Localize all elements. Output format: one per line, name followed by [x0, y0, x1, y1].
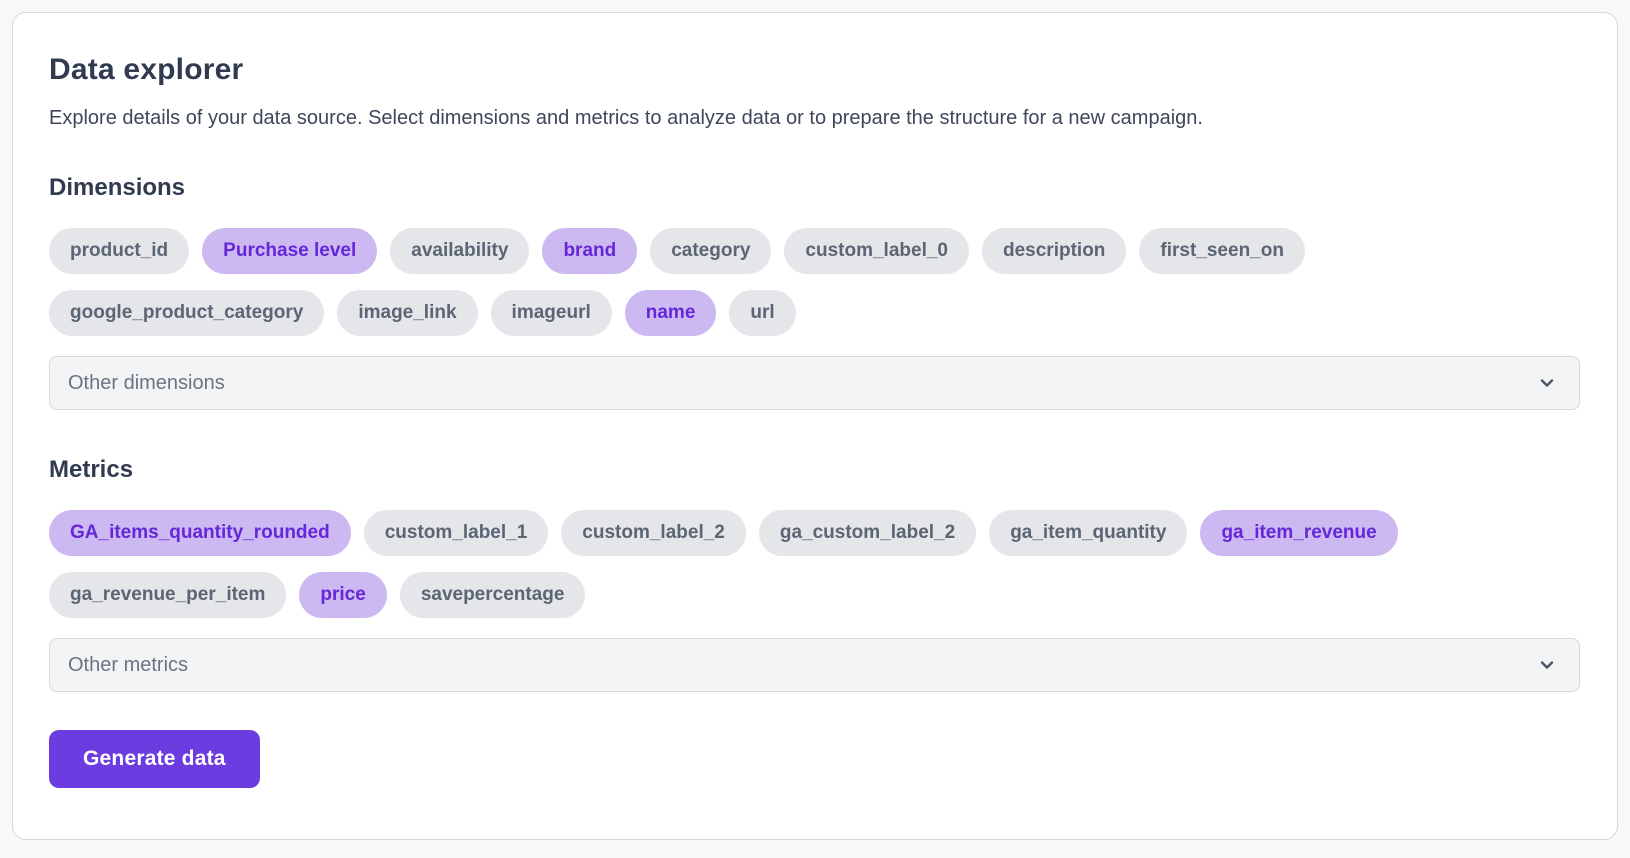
data-explorer-card: Data explorer Explore details of your da…	[12, 12, 1618, 840]
dimension-chip[interactable]: brand	[542, 228, 638, 274]
metric-chip[interactable]: custom_label_2	[561, 510, 746, 556]
dimension-chip[interactable]: product_id	[49, 228, 190, 274]
dimension-chip[interactable]: description	[982, 228, 1127, 274]
chevron-down-icon	[1537, 655, 1557, 675]
metric-chip[interactable]: ga_revenue_per_item	[49, 572, 287, 618]
other-dimensions-placeholder: Other dimensions	[68, 371, 225, 394]
dimension-chip[interactable]: custom_label_0	[784, 228, 969, 274]
other-metrics-dropdown[interactable]: Other metrics	[49, 638, 1580, 692]
metrics-chip-list: GA_items_quantity_rounded custom_label_1 c…	[49, 510, 1469, 618]
dimension-chip[interactable]: first_seen_on	[1139, 228, 1305, 274]
metric-chip[interactable]: ga_item_revenue	[1200, 510, 1398, 556]
metric-chip[interactable]: GA_items_quantity_rounded	[49, 510, 351, 556]
chevron-down-icon	[1537, 373, 1557, 393]
dimension-chip[interactable]: category	[650, 228, 772, 274]
metric-chip[interactable]: ga_item_quantity	[989, 510, 1188, 556]
dimensions-chip-list: product_id Purchase level availability bran…	[49, 228, 1469, 336]
dimension-chip[interactable]: name	[624, 290, 717, 336]
dimension-chip[interactable]: availability	[390, 228, 530, 274]
dimension-chip[interactable]: google_product_category	[49, 290, 325, 336]
dimensions-heading: Dimensions	[49, 174, 186, 201]
generate-data-button[interactable]: Generate data	[49, 730, 260, 788]
metric-chip[interactable]: savepercentage	[399, 572, 586, 618]
metric-chip[interactable]: price	[299, 572, 387, 618]
dimension-chip[interactable]: image_link	[337, 290, 478, 336]
dimension-chip[interactable]: Purchase level	[202, 228, 378, 274]
metric-chip[interactable]: custom_label_1	[363, 510, 549, 556]
other-dimensions-dropdown[interactable]: Other dimensions	[49, 356, 1580, 410]
metric-chip[interactable]: ga_custom_label_2	[758, 510, 977, 556]
dimension-chip[interactable]: url	[729, 290, 796, 336]
metrics-heading: Metrics	[49, 456, 134, 483]
other-metrics-placeholder: Other metrics	[68, 653, 189, 676]
page-subtitle: Explore details of your data source. Sel…	[49, 107, 1203, 129]
dimension-chip[interactable]: imageurl	[490, 290, 612, 336]
page-title: Data explorer	[49, 53, 244, 86]
